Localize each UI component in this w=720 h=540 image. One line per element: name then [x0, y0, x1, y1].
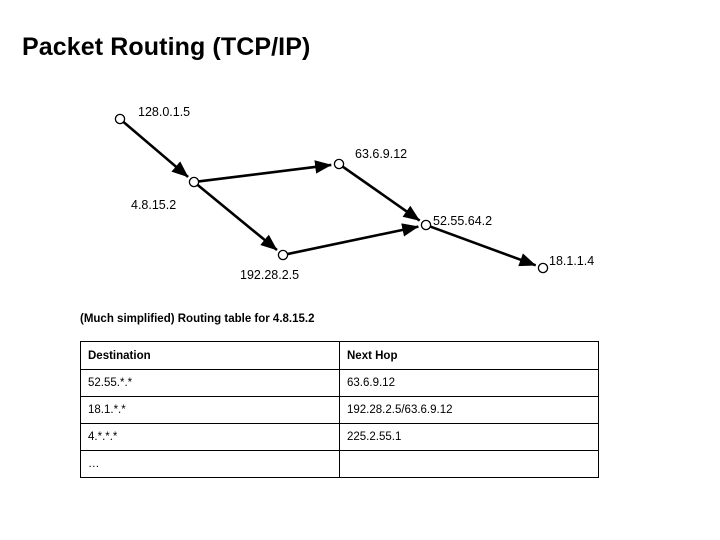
cell-destination: …: [80, 450, 340, 478]
node-label: 192.28.2.5: [240, 268, 300, 282]
node-label: 52.55.64.2: [433, 214, 493, 228]
node-label: 4.8.15.2: [131, 198, 177, 212]
node-label: 18.1.1.4: [549, 254, 595, 268]
column-header-next-hop: Next Hop: [339, 341, 599, 370]
routing-table-caption: (Much simplified) Routing table for 4.8.…: [80, 313, 315, 325]
network-node: [114, 113, 126, 125]
edge-n2-to-n5: [196, 183, 278, 252]
table-header-row: Destination Next Hop: [80, 341, 599, 370]
network-node: [333, 158, 345, 170]
edge-n1-to-n2: [122, 120, 189, 178]
cell-destination: 18.1.*.*: [80, 396, 340, 424]
network-node: [537, 262, 549, 274]
table-row: 4.*.*.*225.2.55.1: [80, 423, 599, 451]
table-row: 52.55.*.*63.6.9.12: [80, 369, 599, 397]
network-node: [277, 249, 289, 261]
cell-next-hop: 192.28.2.5/63.6.9.12: [339, 396, 599, 424]
page-title: Packet Routing (TCP/IP): [22, 33, 311, 61]
cell-destination: 52.55.*.*: [80, 369, 340, 397]
network-node: [420, 219, 432, 231]
node-label: 63.6.9.12: [355, 147, 408, 161]
edge-n3-to-n4: [342, 165, 421, 222]
table-row: 18.1.*.*192.28.2.5/63.6.9.12: [80, 396, 599, 424]
edge-layer: [122, 120, 537, 267]
edge-n5-to-n4: [287, 223, 419, 256]
cell-next-hop: 225.2.55.1: [339, 423, 599, 451]
cell-next-hop: [339, 450, 599, 478]
network-diagram: [114, 113, 549, 274]
node-label: 128.0.1.5: [138, 105, 191, 119]
network-node: [188, 176, 200, 188]
column-header-destination: Destination: [80, 341, 340, 370]
table-row: …: [80, 450, 599, 478]
cell-next-hop: 63.6.9.12: [339, 369, 599, 397]
edge-n4-to-n6: [429, 225, 537, 267]
cell-destination: 4.*.*.*: [80, 423, 340, 451]
edge-n2-to-n3: [198, 160, 332, 183]
node-layer: [114, 113, 549, 274]
